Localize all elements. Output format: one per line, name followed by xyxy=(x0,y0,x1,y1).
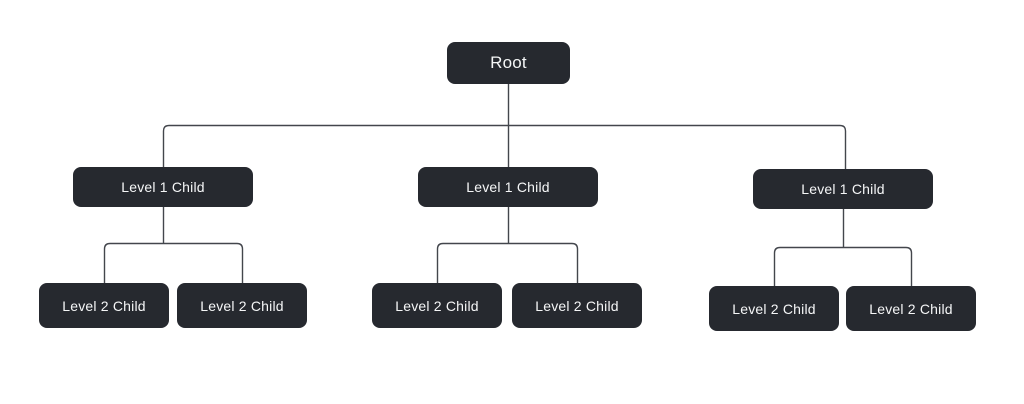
level1-child-node-3[interactable]: Level 1 Child xyxy=(753,169,933,209)
level2-child-node-3-1[interactable]: Level 2 Child xyxy=(709,286,839,331)
level2-child-node-1-2[interactable]: Level 2 Child xyxy=(177,283,307,328)
level2-child-node-3-2[interactable]: Level 2 Child xyxy=(846,286,976,331)
level1-child-node-1[interactable]: Level 1 Child xyxy=(73,167,253,207)
connector-level1-bar xyxy=(162,124,847,169)
root-node[interactable]: Root xyxy=(447,42,570,84)
level2-child-node-2-2[interactable]: Level 2 Child xyxy=(512,283,642,328)
connector-l1b-children-bar xyxy=(436,242,579,283)
connector-l1a-children-bar xyxy=(103,242,244,283)
level2-child-node-2-1[interactable]: Level 2 Child xyxy=(372,283,502,328)
connector-l1c-children-bar xyxy=(773,246,913,286)
level1-child-node-2[interactable]: Level 1 Child xyxy=(418,167,598,207)
level2-child-node-1-1[interactable]: Level 2 Child xyxy=(39,283,169,328)
